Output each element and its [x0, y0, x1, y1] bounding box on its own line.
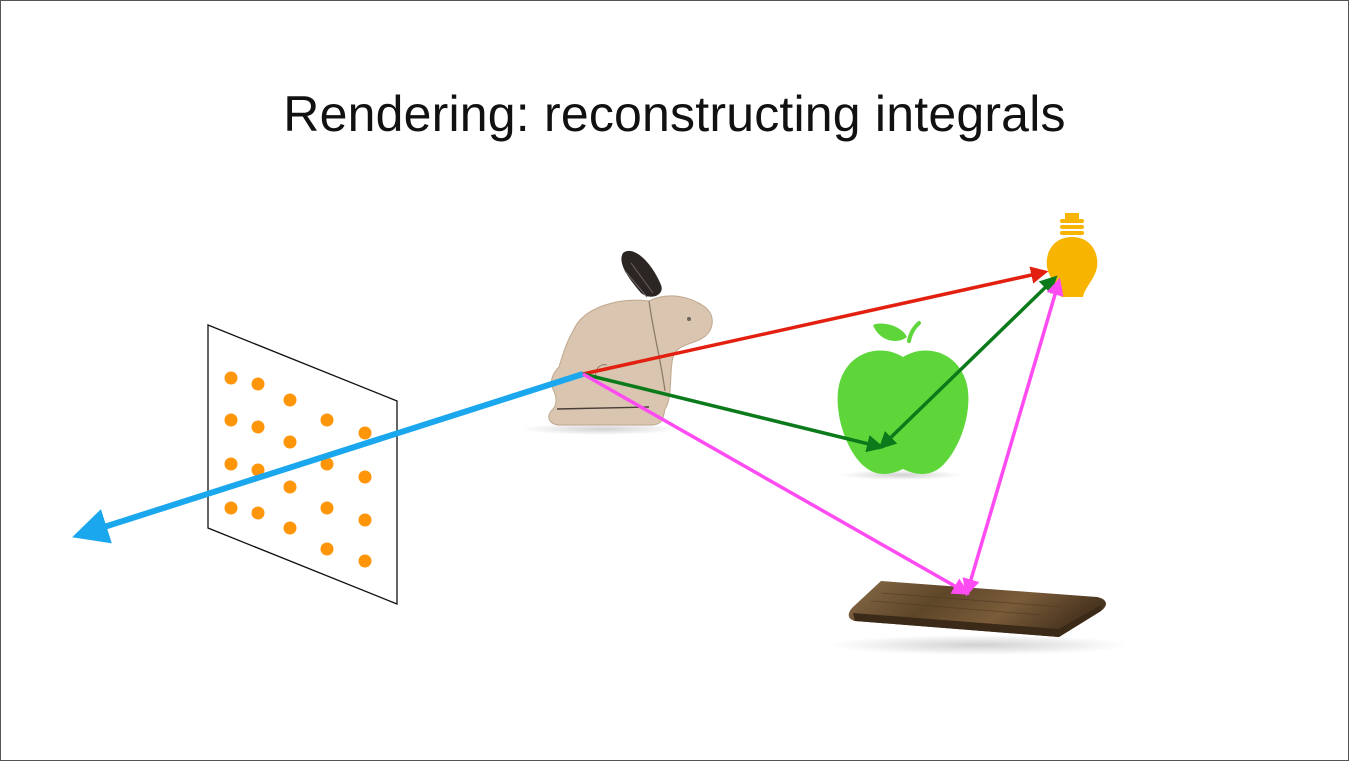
sample-dot	[224, 371, 238, 385]
wooden-board-icon	[829, 581, 1129, 655]
sample-dot	[224, 413, 238, 427]
sample-dots	[224, 371, 372, 568]
sample-dot	[358, 513, 372, 527]
sample-dot	[283, 480, 297, 494]
sample-dot	[283, 521, 297, 535]
sample-dot	[320, 457, 334, 471]
sample-dot	[224, 457, 238, 471]
sample-dot	[224, 501, 238, 515]
apple-ray	[582, 372, 885, 453]
sample-dot	[283, 435, 297, 449]
sample-dot	[251, 463, 265, 477]
sample-dot	[358, 470, 372, 484]
bunny-icon	[521, 250, 713, 435]
sample-dot	[358, 426, 372, 440]
sample-dot	[251, 506, 265, 520]
sample-dot	[283, 393, 297, 407]
sample-dot	[320, 542, 334, 556]
sample-dot	[251, 377, 265, 391]
sample-dot	[320, 501, 334, 515]
sample-dot	[320, 413, 334, 427]
apple-icon	[837, 321, 969, 480]
rays	[72, 266, 1064, 597]
sample-dot	[358, 554, 372, 568]
sample-dot	[251, 420, 265, 434]
image-plane	[207, 324, 398, 605]
camera-ray	[72, 371, 584, 544]
floor-light-ray	[962, 277, 1064, 597]
slide-title: Rendering: reconstructing integrals	[283, 86, 1066, 142]
light-bulb-icon	[1046, 213, 1098, 297]
floor-ray	[582, 372, 971, 595]
